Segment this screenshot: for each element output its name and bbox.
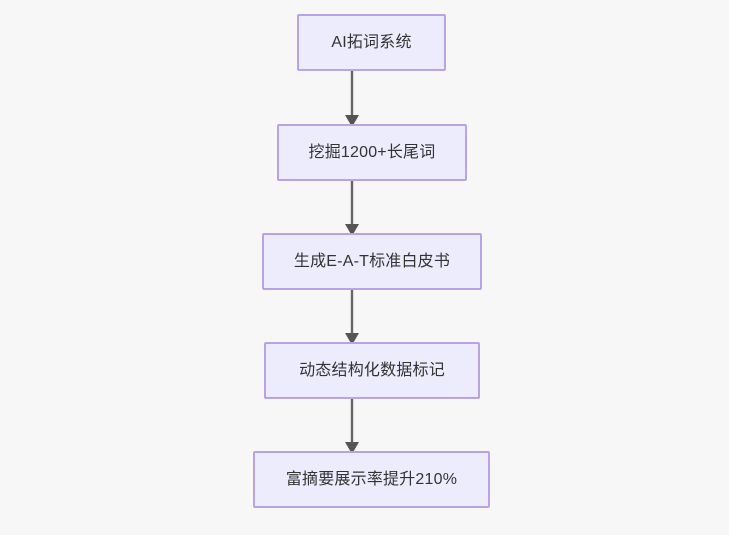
arrowhead-icon xyxy=(345,442,359,454)
flowchart-node-generate-eat-whitepaper[interactable]: 生成E-A-T标准白皮书 xyxy=(262,233,482,290)
flowchart-node-label: 富摘要展示率提升210% xyxy=(285,470,458,488)
connector-n1-n2 xyxy=(332,71,372,127)
flowchart-node-ai-keyword-system[interactable]: AI拓词系统 xyxy=(297,14,446,71)
arrowhead-icon xyxy=(345,115,359,127)
flowchart-node-dynamic-structured-data-markup[interactable]: 动态结构化数据标记 xyxy=(264,342,480,399)
arrowhead-icon xyxy=(345,224,359,236)
connector-n4-n5 xyxy=(332,399,372,454)
arrowhead-icon xyxy=(345,333,359,345)
flowchart-node-mine-longtail-keywords[interactable]: 挖掘1200+长尾词 xyxy=(277,124,467,181)
flowchart-node-rich-snippet-rate-increase[interactable]: 富摘要展示率提升210% xyxy=(253,451,490,508)
connector-n2-n3 xyxy=(332,181,372,236)
flowchart-node-label: AI拓词系统 xyxy=(331,33,412,51)
connector-n3-n4 xyxy=(332,290,372,345)
flowchart-node-label: 动态结构化数据标记 xyxy=(299,361,445,379)
flowchart-node-label: 生成E-A-T标准白皮书 xyxy=(293,252,451,270)
flowchart-node-label: 挖掘1200+长尾词 xyxy=(308,143,436,161)
